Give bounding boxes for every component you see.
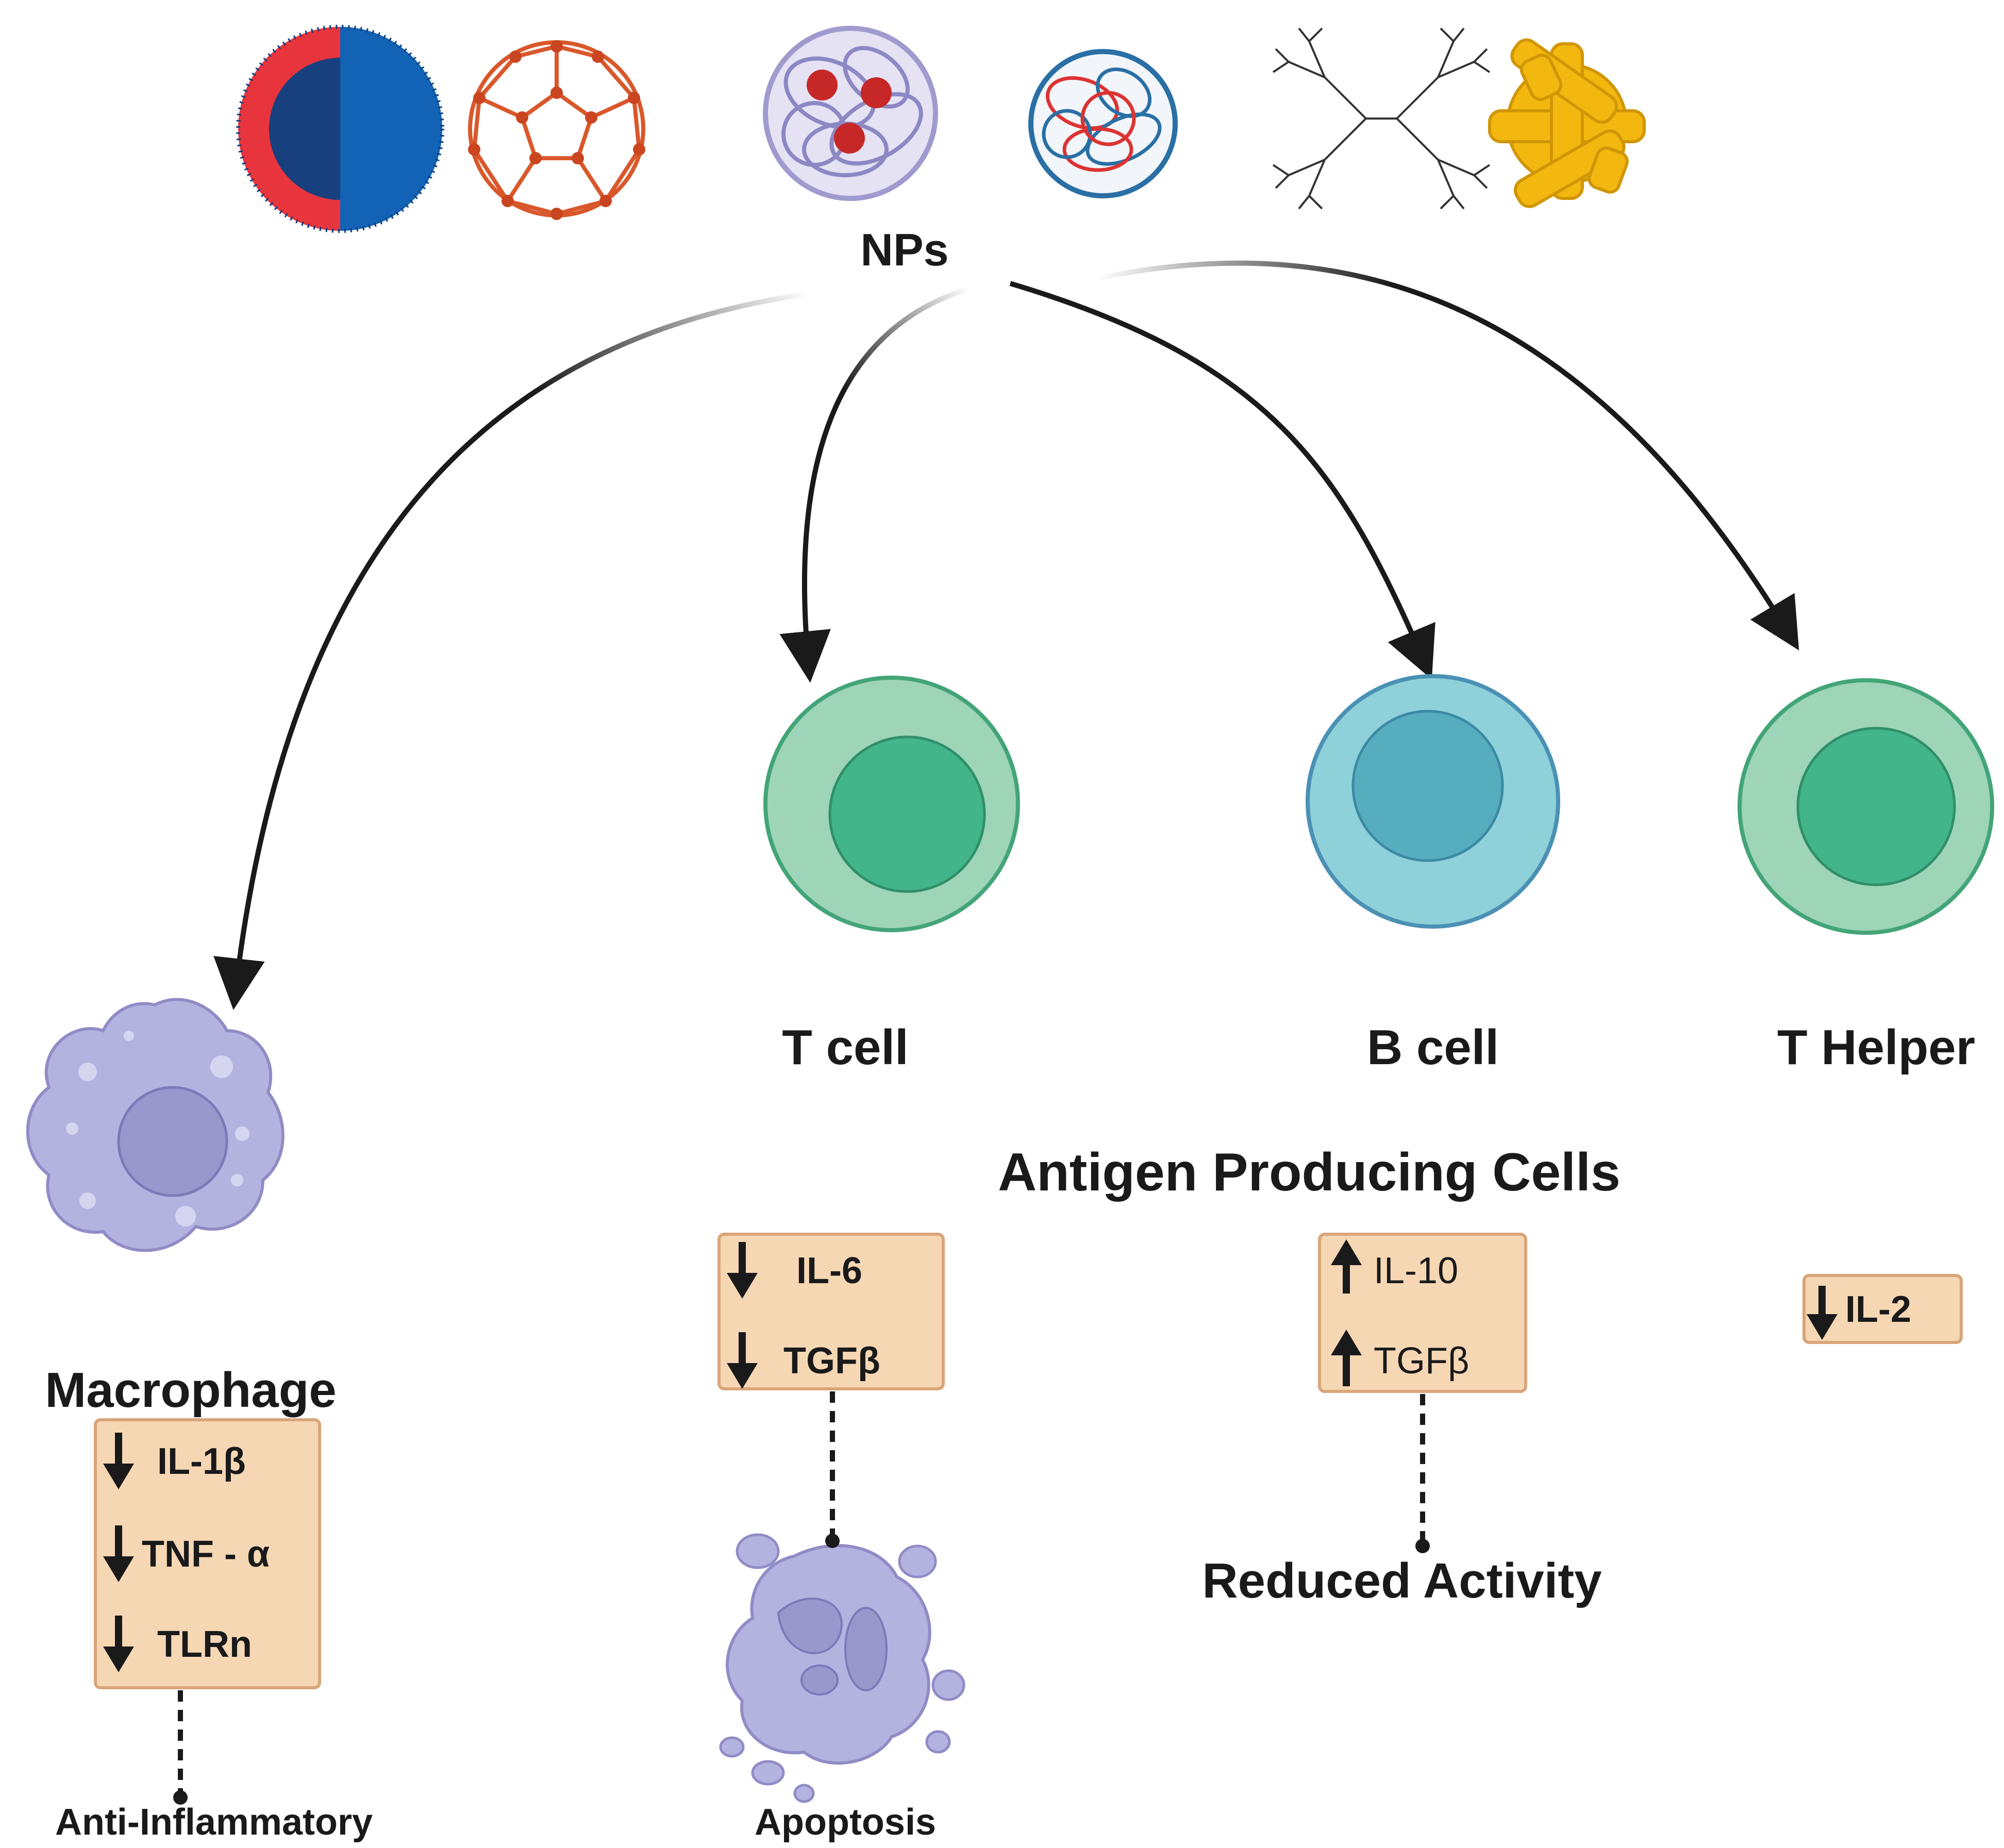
t-helper-cell-icon: [1738, 678, 1994, 935]
macrophage-marker-2: TNF - α: [142, 1534, 270, 1575]
antigen-producing-cells-label: Antigen Producing Cells: [998, 1143, 1621, 1202]
b-cell-marker-1: IL-10: [1374, 1250, 1458, 1291]
t-cell-label: T cell: [782, 1020, 908, 1075]
reduced-activity-label: Reduced Activity: [1202, 1553, 1601, 1608]
fullerene-icon: [468, 40, 645, 220]
down-arrow-icon: [103, 1525, 134, 1582]
t-cell-connector-dot: [825, 1534, 840, 1548]
t-cell-icon: [763, 676, 1020, 932]
down-arrow-icon: [727, 1332, 758, 1389]
anti-inflammatory-label: Anti-Inflammatory: [55, 1802, 373, 1843]
apoptosis-label: Apoptosis: [755, 1802, 936, 1843]
down-arrow-icon: [1807, 1286, 1838, 1340]
arrow-to-b-cell: [1009, 281, 1435, 680]
macrophage-marker-1: IL-1β: [157, 1441, 246, 1482]
macrophage-marker-box: IL-1β TNF - α TLRn: [94, 1418, 321, 1689]
macrophage-label: Macrophage: [45, 1363, 336, 1418]
dendrimer-icon: [1272, 27, 1491, 210]
t-cell-marker-2: TGFβ: [783, 1340, 880, 1382]
b-cell-connector-dot: [1415, 1539, 1430, 1553]
nps-label: NPs: [860, 224, 948, 275]
apoptotic-cell-icon: [719, 1533, 965, 1803]
gold-np-icon: [1488, 38, 1646, 208]
arrow-to-macrophage: [213, 291, 810, 1010]
polymer-coil-icon: [1028, 49, 1178, 198]
b-cell-marker-2: TGFβ: [1374, 1340, 1469, 1382]
macrophage-icon: [26, 998, 285, 1252]
t-cell-marker-1: IL-6: [796, 1250, 862, 1291]
t-helper-marker-1: IL-2: [1845, 1289, 1911, 1330]
b-cell-marker-box: IL-10 TGFβ: [1318, 1233, 1527, 1393]
polymer-np-icon: [763, 26, 938, 201]
b-cell-icon: [1306, 674, 1560, 929]
liposome-icon: [236, 25, 444, 233]
t-helper-marker-box: IL-2: [1802, 1274, 1963, 1344]
down-arrow-icon: [103, 1433, 134, 1489]
t-helper-label: T Helper: [1777, 1020, 1975, 1075]
down-arrow-icon: [727, 1242, 758, 1299]
macrophage-connector-dot: [173, 1790, 188, 1805]
b-cell-label: B cell: [1367, 1020, 1499, 1075]
up-arrow-icon: [1331, 1330, 1362, 1386]
down-arrow-icon: [103, 1616, 134, 1672]
macrophage-marker-3: TLRn: [157, 1624, 252, 1665]
arrow-to-t-helper: [1097, 260, 1799, 651]
arrow-to-t-cell: [779, 286, 970, 683]
t-cell-marker-box: IL-6 TGFβ: [717, 1233, 945, 1390]
up-arrow-icon: [1331, 1239, 1362, 1293]
